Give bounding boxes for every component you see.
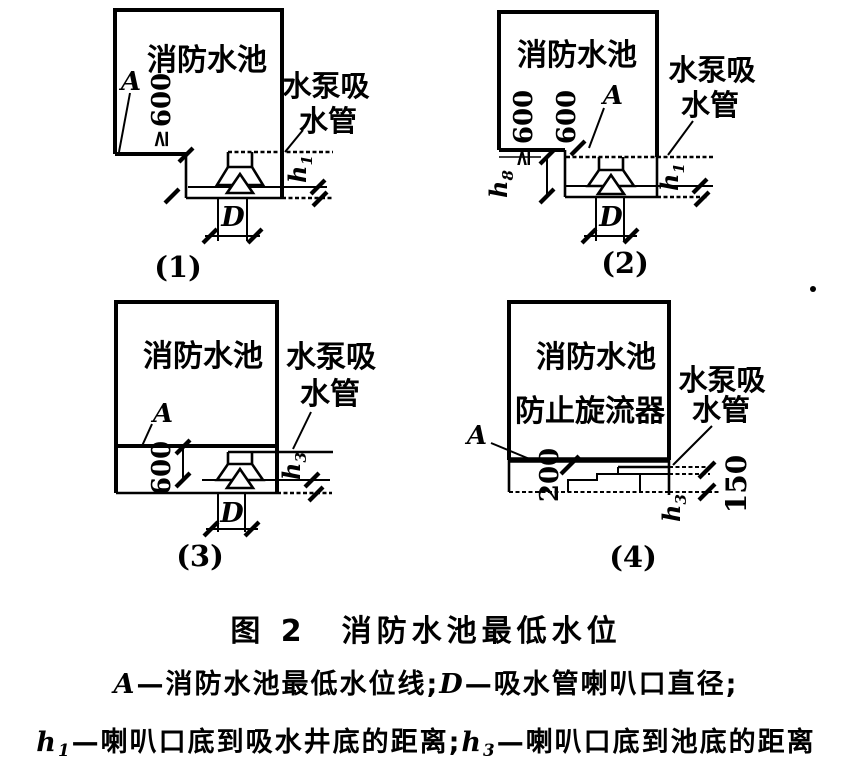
legend-symbol-A: A [113,669,137,700]
dim-d-label: D [219,498,244,529]
tank-outline [497,10,659,157]
pump-pipe-leader [672,425,713,466]
legend-symbol-h3: h [461,727,484,758]
dim-h3-label: h3 [277,452,310,480]
dim-150-label: 150 [720,455,753,513]
d-dimension-lines [205,198,260,241]
pump-label-line2: 水管 [299,104,357,138]
waterline-label: A [150,399,173,429]
pipe-stub [226,152,254,167]
dim-600-label: 600 [147,73,177,127]
bell-cone [595,172,627,196]
anti-vortex-device [567,467,641,492]
legend-text: —消防水池最低水位线; [136,669,440,700]
waterline-leader [141,423,153,447]
tank-label: 消防水池 [147,43,267,78]
tank-outline [507,300,671,460]
bell-cone [224,466,256,490]
pump-label-line2: 水管 [692,393,750,427]
panel-1: 消防水池 A 600 ≥ 水泵吸 水管 h1 D (1) [113,8,370,284]
tank-label: 消防水池 [143,339,263,374]
pump-label-line2: 水管 [681,88,739,122]
dimension-ticks [174,438,325,538]
dim-600-label: 600 [147,441,177,495]
dim-h1-label: h1 [655,163,688,191]
dim-d-label: D [598,202,623,233]
dim-h8-label: h8 [484,169,517,197]
legend-symbol-D: D [439,669,465,700]
figure-title: 图 2 消防水池最低水位 [230,614,622,649]
panel-4: 消防水池 防止旋流器 A 200 150 水泵吸 水管 h3 (4) [464,300,766,574]
greater-equal-mark: ≥ [510,149,536,167]
greater-equal-mark: ≥ [147,129,174,148]
legend-text: —喇叭口底到池底的距离 [496,727,816,758]
waterline-label: A [600,81,623,111]
tank-label: 消防水池 [536,340,656,375]
dimension-ticks [163,146,329,245]
pump-pipe-leader [292,411,312,450]
dim-200-label: 200 [535,448,565,502]
dim-h3-label: h3 [657,494,690,522]
waterline-leader [588,107,605,149]
pipe-stub [226,452,254,464]
dimension-ticks [538,139,711,245]
waterline-leader [118,92,131,153]
pump-label-line1: 水泵吸 [668,53,755,87]
dim-600b-label: 600 [552,90,582,144]
dim-600a-label: 600 [509,90,539,144]
legend-text: —吸水管喇叭口直径; [464,669,739,700]
panel-number: (4) [609,540,657,574]
panel-number: (3) [176,539,224,573]
dimension-ticks [559,454,717,502]
pump-label-line2: 水管 [300,377,360,412]
pump-pipe-leader [284,129,304,153]
tank-label: 消防水池 [517,38,637,73]
legend-line-1: A—消防水池最低水位线;D—吸水管喇叭口直径; [0,662,852,701]
diagrams-canvas: 消防水池 A 600 ≥ 水泵吸 水管 h1 D (1) [113,8,816,574]
tank-outline [113,8,284,199]
device-label: 防止旋流器 [515,394,666,429]
waterline-leader [490,442,533,461]
bell-cone [224,171,256,195]
print-speck [810,286,816,292]
tank-outline [114,300,279,493]
panel-number: (2) [601,246,649,280]
legend-line-2: h1—喇叭口底到吸水井底的距离;h3—喇叭口底到池底的距离 [0,720,852,760]
legend-symbol-h1: h [36,727,58,758]
dim-h1-label: h1 [283,155,316,183]
panel-3: 消防水池 A 600 水泵吸 水管 h3 D (3) [114,300,376,573]
panel-2: 消防水池 600 600 ≥ A h8 水泵吸 水管 h1 D (2) [484,10,756,280]
waterline-label: A [464,421,487,451]
pump-label-line1: 水泵吸 [286,340,376,375]
pump-label-line1: 水泵吸 [678,363,765,397]
pump-pipe-leader [667,120,694,156]
lower-walls [507,460,671,495]
waterline-label: A [118,67,141,97]
panel-number: (1) [154,250,202,284]
legend-symbol-h3-sub: 3 [483,740,497,761]
dim-d-label: D [220,202,245,233]
pump-label-line1: 水泵吸 [282,69,369,103]
legend-symbol-h1-sub: 1 [57,740,72,761]
legend-text: —喇叭口底到吸水井底的距离; [71,727,462,758]
pipe-stub [597,157,625,170]
